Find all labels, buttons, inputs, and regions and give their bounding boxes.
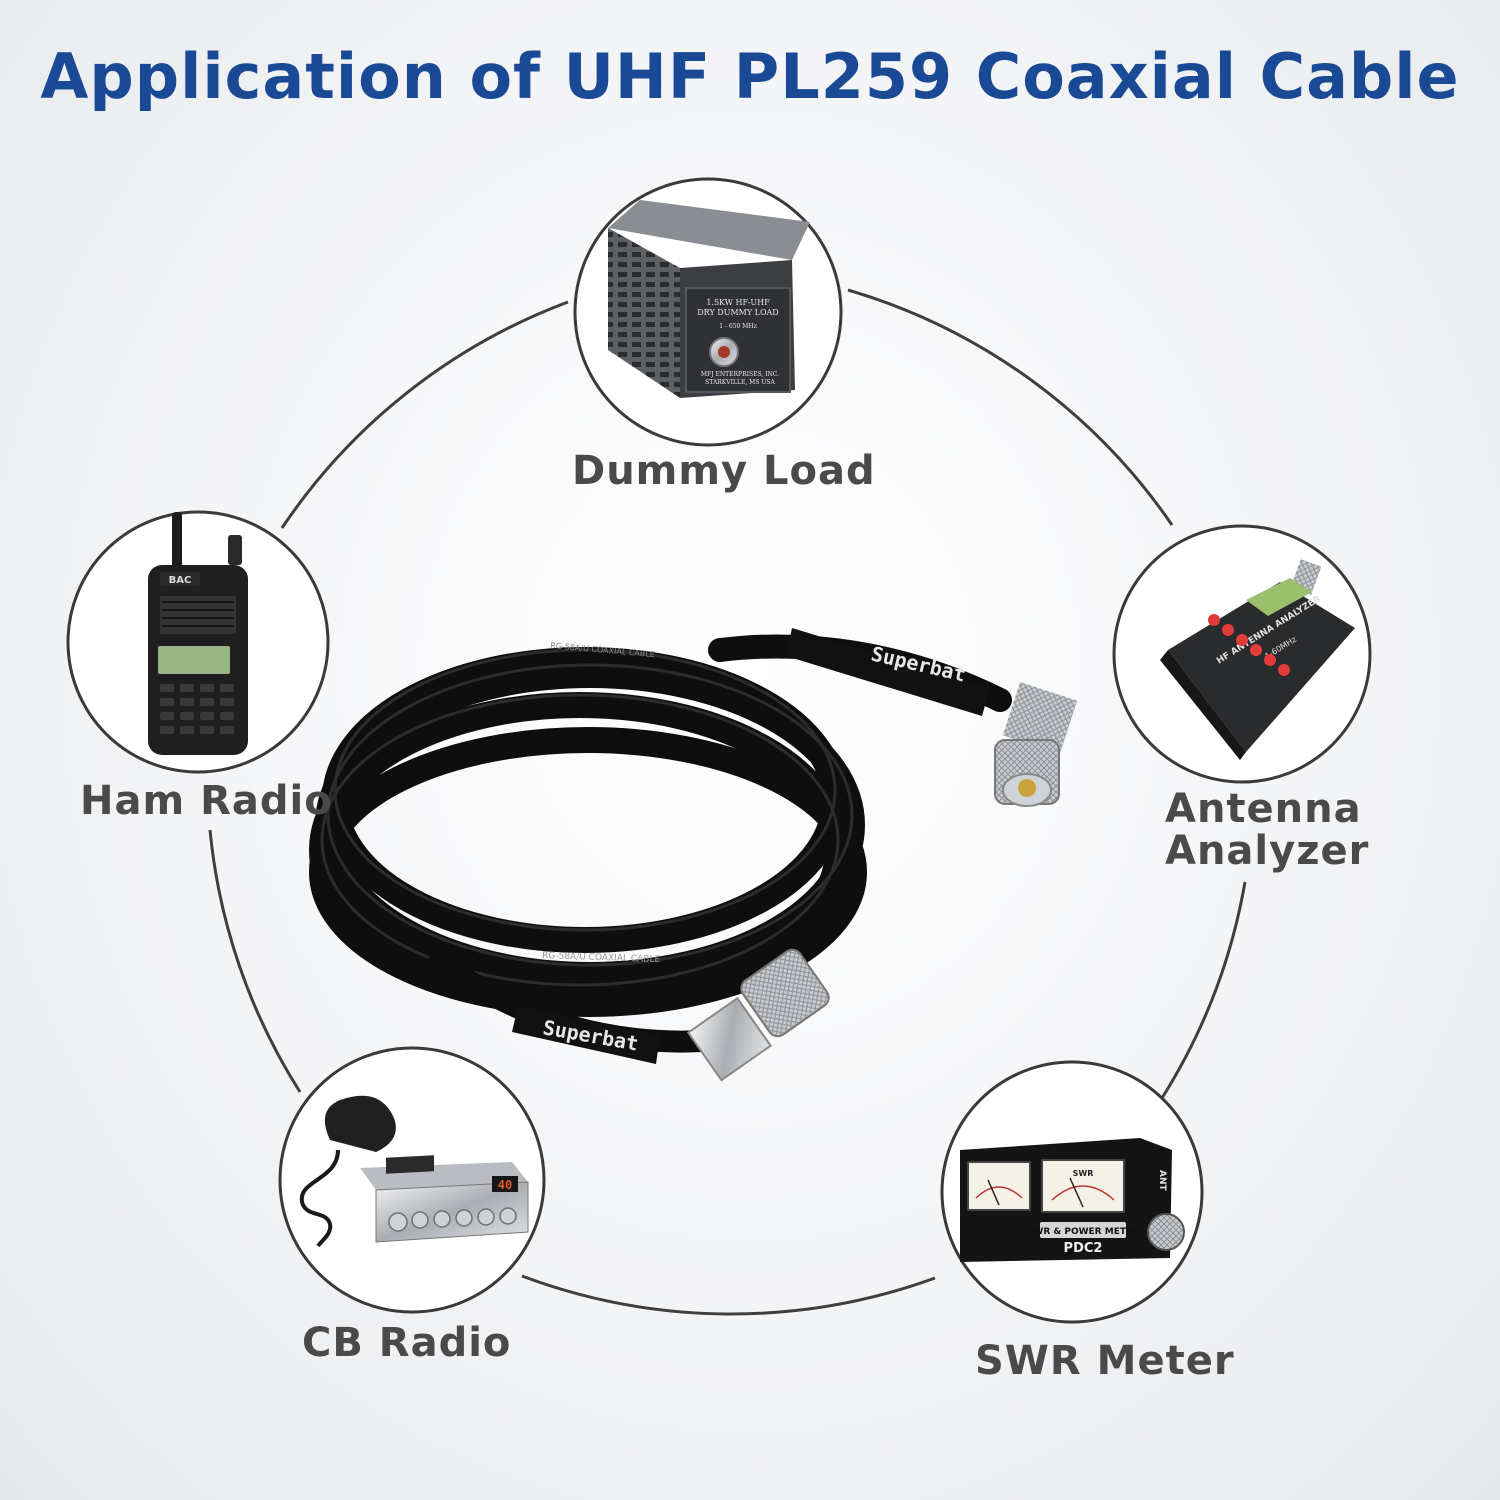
dummy-load-plate-line: DRY DUMMY LOAD <box>697 308 778 317</box>
ring-arc-dummy-analyzer <box>847 288 1174 526</box>
dummy-load-plate-line: 1 - 650 MHz <box>719 323 757 330</box>
ring-arc-cb-swr <box>521 1274 936 1316</box>
ring-arc-analyzer-swr <box>1160 881 1247 1099</box>
ham-radio-brand: BAC <box>169 575 192 586</box>
ant-label: ANT <box>1157 1170 1167 1191</box>
connection-ring <box>208 288 1247 1316</box>
swr-gauge <box>1041 1159 1125 1213</box>
knob-icon <box>1147 1213 1185 1251</box>
swr-meter-image: SWR SWR & POWER METER PDC2 ANT <box>960 1138 1185 1262</box>
cable-print-lower: RG-58A/U COAXIAL CABLE <box>542 951 661 965</box>
cb-radio-image: 40 <box>299 1095 529 1248</box>
lcd-screen <box>158 646 230 674</box>
page-title: Application of UHF PL259 Coaxial Cable <box>40 40 1460 113</box>
label-antenna-analyzer-line1: Antenna <box>1165 786 1362 832</box>
antenna-icon <box>172 512 182 572</box>
dummy-load-image: 1.5KW HF-UHF DRY DUMMY LOAD 1 - 650 MHz … <box>608 200 810 398</box>
dummy-load-plate-line: STARKVILLE, MS USA <box>705 379 775 386</box>
power-gauge <box>967 1161 1031 1211</box>
label-antenna-analyzer: Antenna Analyzer <box>1165 788 1369 872</box>
ring-arc-ham-cb <box>208 829 302 1093</box>
analyzer-lcd <box>1246 578 1312 616</box>
pl259-coupling-nut-lower-icon <box>740 948 830 1038</box>
dummy-load-plate-line: MFJ ENTERPRISES, INC. <box>701 371 779 378</box>
pl259-connector-upper-icon <box>1002 682 1078 754</box>
swr-meter-name: SWR & POWER METER <box>1027 1227 1139 1237</box>
label-swr-meter: SWR Meter <box>975 1338 1235 1384</box>
swr-gauge-label: SWR <box>1073 1169 1094 1178</box>
cb-channel-display: 40 <box>498 1178 512 1192</box>
center-pin-icon <box>1018 779 1036 797</box>
lower-heatshrink <box>512 1006 660 1064</box>
swr-meter-model: PDC2 <box>1064 1241 1103 1256</box>
label-antenna-analyzer-line2: Analyzer <box>1165 828 1370 874</box>
coax-cable-image: Superbat RG-58A/U COAXIAL CABLE Superbat… <box>309 628 1078 1082</box>
microphone-icon <box>324 1095 396 1152</box>
ring-arc-dummy-ham <box>280 300 569 529</box>
label-ham-radio: Ham Radio <box>80 778 333 824</box>
antenna-analyzer-image: HF ANTENNA ANALYZER 1-60MHz <box>1160 559 1355 760</box>
ham-radio-image: BAC <box>148 512 248 755</box>
pl259-connector-lower-icon <box>686 996 773 1082</box>
label-cb-radio: CB Radio <box>302 1320 512 1366</box>
upper-heatshrink <box>786 628 990 716</box>
analyzer-buttons <box>1208 614 1290 676</box>
label-dummy-load: Dummy Load <box>572 448 876 494</box>
dummy-load-plate-line: 1.5KW HF-UHF <box>706 298 770 307</box>
